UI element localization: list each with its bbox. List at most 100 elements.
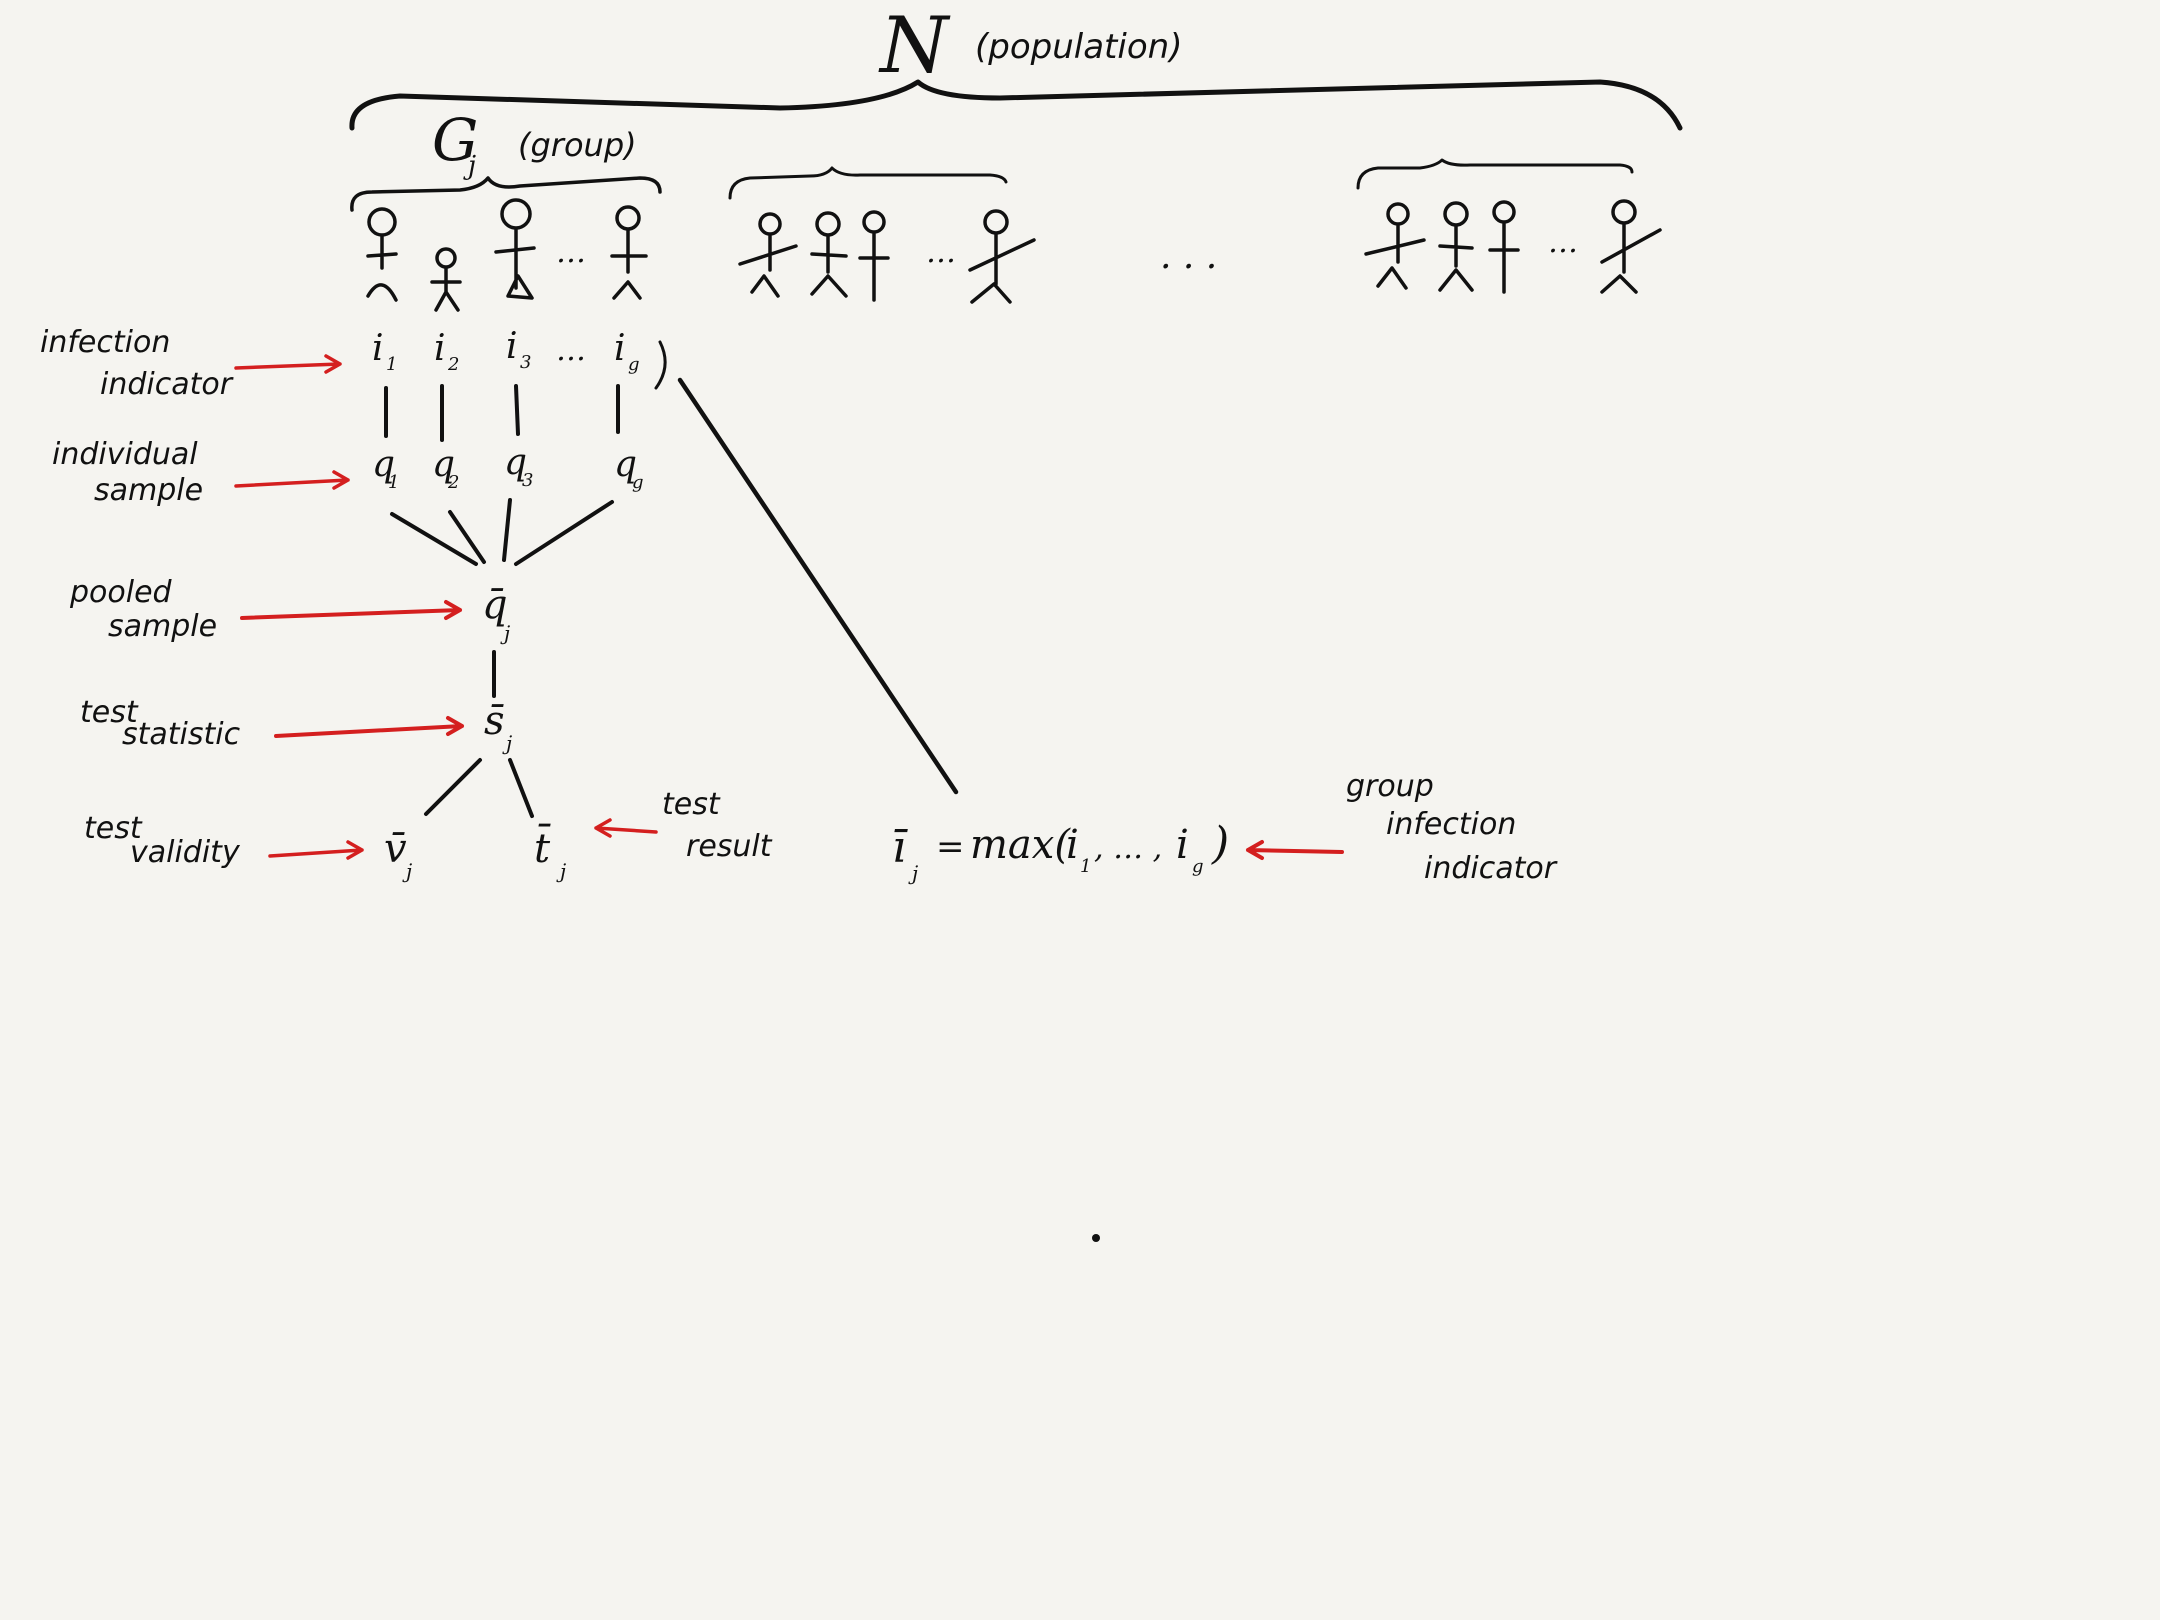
stray-dot (1092, 1234, 1100, 1242)
red-arrow (234, 354, 342, 374)
annotation-text: sample (108, 609, 217, 644)
annotation-text: infection (1386, 807, 1516, 842)
group-header: G j (group) (350, 106, 662, 212)
person-icon (968, 209, 1036, 304)
indicator-g-subscript: g (628, 354, 640, 375)
sample-g-subscript: g (632, 472, 644, 493)
annotation-test-validity: test validity (84, 811, 364, 870)
group-3-people: … (1364, 199, 1662, 294)
indicator-1: i (372, 328, 384, 369)
formula-arg-g-subscript: g (1192, 856, 1204, 877)
annotation-text: pooled (69, 575, 173, 610)
sample-2-subscript: 2 (447, 472, 459, 493)
annotation-infection-indicator: infection indicator (40, 325, 342, 402)
red-arrow (268, 840, 364, 860)
person-icon (1488, 200, 1520, 294)
indicator-row: i 1 i 2 i 3 … i g (372, 326, 667, 390)
group-symbol: G (432, 106, 478, 174)
group-1-people: … (366, 198, 648, 312)
test-statistic-subscript: j (502, 731, 512, 755)
red-arrow (240, 600, 462, 620)
formula-close: ) (1211, 818, 1229, 869)
group-brace (350, 176, 662, 212)
annotation-pooled-sample: pooled sample (69, 575, 462, 644)
red-arrow (274, 716, 464, 738)
person-icon (1364, 202, 1426, 290)
formula-arg-g: i (1176, 822, 1189, 868)
sample-3: q (504, 442, 527, 483)
annotation-text: test (84, 811, 143, 846)
formula-arg-1: i (1066, 822, 1079, 868)
person-icon (610, 205, 648, 300)
person-icon (366, 207, 398, 302)
group-indicator-connector (677, 377, 959, 795)
indicator-ellipsis: … (556, 333, 586, 368)
formula-lhs-subscript: j (908, 861, 918, 885)
person-icon (1438, 201, 1474, 292)
test-result-subscript: j (556, 859, 566, 883)
population-symbol: N (878, 1, 951, 91)
annotation-text: test (662, 787, 721, 822)
pooling-connectors (390, 498, 614, 566)
annotation-text: sample (94, 473, 203, 508)
annotation-text: infection (40, 325, 170, 360)
people-ellipsis: … (556, 235, 586, 270)
population-brace (349, 79, 1683, 131)
red-arrow (594, 818, 658, 838)
sample-3-subscript: 3 (522, 470, 533, 491)
indicator-bracket (654, 340, 667, 390)
indicator-2: i (434, 328, 446, 369)
annotation-individual-sample: individual sample (52, 437, 350, 508)
people-ellipsis: … (926, 235, 956, 270)
pooled-sample-subscript: j (500, 621, 510, 645)
sample-row: q 1 q 2 q 3 q g (372, 442, 644, 493)
annotation-text: indicator (100, 367, 234, 402)
sample-1: q (372, 444, 395, 485)
person-icon (430, 247, 462, 312)
red-arrow (234, 470, 350, 490)
test-validity: v̄ (384, 826, 407, 872)
formula-ellipsis: , … , (1094, 831, 1162, 866)
formula-equals: = (936, 827, 965, 867)
red-arrow (1246, 840, 1344, 860)
annotation-text: group (1346, 769, 1434, 804)
statistic-branches (424, 758, 534, 818)
annotation-test-statistic: test statistic (80, 695, 464, 752)
annotation-text: result (686, 829, 773, 864)
test-validity-subscript: j (402, 859, 412, 883)
annotation-text: validity (130, 835, 241, 870)
person-icon (738, 212, 798, 298)
indicator-3-subscript: 3 (520, 352, 531, 373)
group-indicator-formula: ī j = max( i 1 , … , i g ) (892, 818, 1229, 885)
formula-lhs: ī (892, 822, 908, 873)
test-statistic: s̄ (484, 698, 505, 744)
annotation-test-result: test result (594, 787, 773, 864)
population-header: N (population) (349, 1, 1683, 131)
pooled-sample: q̄ (482, 582, 508, 628)
group-brace-2 (728, 166, 1008, 200)
annotation-text: statistic (122, 717, 241, 752)
formula-arg-1-subscript: 1 (1080, 856, 1091, 877)
person-icon (858, 210, 890, 302)
person-icon (810, 211, 848, 298)
annotation-text: indicator (1424, 851, 1558, 886)
indicator-g: i (614, 328, 626, 369)
annotation-text: individual (52, 437, 198, 472)
group-label: (group) (518, 126, 637, 164)
person-icon (494, 198, 536, 300)
indicator-1-subscript: 1 (386, 354, 397, 375)
annotation-text: test (80, 695, 139, 730)
annotation-group-infection-indicator: group infection indicator (1246, 769, 1558, 886)
formula-function: max( (970, 822, 1071, 868)
indicator-sample-connectors (384, 384, 620, 442)
sample-1-subscript: 1 (388, 472, 399, 493)
sample-g: q (614, 444, 637, 485)
group-brace-3 (1356, 158, 1634, 190)
people-ellipsis: … (1548, 225, 1578, 260)
person-icon (1600, 199, 1662, 294)
indicator-2-subscript: 2 (447, 354, 459, 375)
group-2-people: … (738, 209, 1036, 304)
sample-2: q (432, 444, 455, 485)
groups-ellipsis: . . . (1160, 236, 1217, 277)
